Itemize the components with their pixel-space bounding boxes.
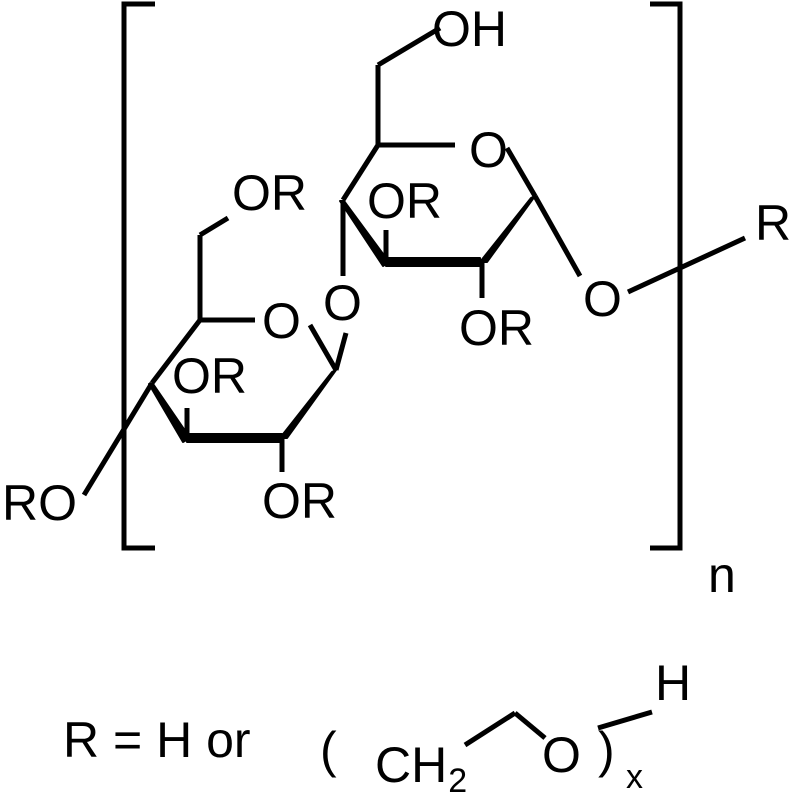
or-label-c2-lower-ring: OR — [262, 473, 337, 529]
anomeric-oxygen-label: O — [583, 271, 622, 327]
glycosidic-oxygen-label: O — [323, 275, 362, 331]
ether-oxygen-label: O — [542, 727, 581, 783]
repeat-bracket-left — [121, 1, 155, 551]
open-parenthesis: ( — [320, 722, 337, 778]
ethylene-bond-1 — [463, 710, 517, 748]
repeat-bracket-right — [650, 1, 683, 551]
or-label-c3-upper-ring: OR — [367, 173, 442, 229]
or-label-c2-upper-ring: OR — [459, 300, 534, 356]
r-definition-text: R = H or — [63, 712, 251, 768]
or-label-c3-lower-ring: OR — [172, 348, 247, 404]
ro-label-c4-lower-ring: RO — [2, 475, 77, 531]
r-substituent-label: R — [755, 195, 791, 251]
repeat-count-n: n — [708, 547, 736, 603]
terminal-h-bond — [597, 709, 653, 731]
ring-oxygen-upper: O — [469, 122, 508, 178]
ethylene-bond-2 — [513, 711, 547, 740]
repeat-count-x: x — [626, 758, 643, 795]
lower-glucose-ring — [81, 215, 349, 497]
r-group-definition: R = H or ( CH2 O ) H x — [63, 655, 691, 795]
upper-glucose-ring — [339, 25, 747, 298]
ring-oxygen-lower: O — [262, 293, 301, 349]
or-label-c6-lower-ring: OR — [232, 165, 307, 221]
ch2-label: CH2 — [375, 737, 467, 795]
close-parenthesis: ) — [598, 722, 615, 778]
oh-label-top: OH — [432, 1, 507, 57]
terminal-h-label: H — [655, 655, 691, 711]
